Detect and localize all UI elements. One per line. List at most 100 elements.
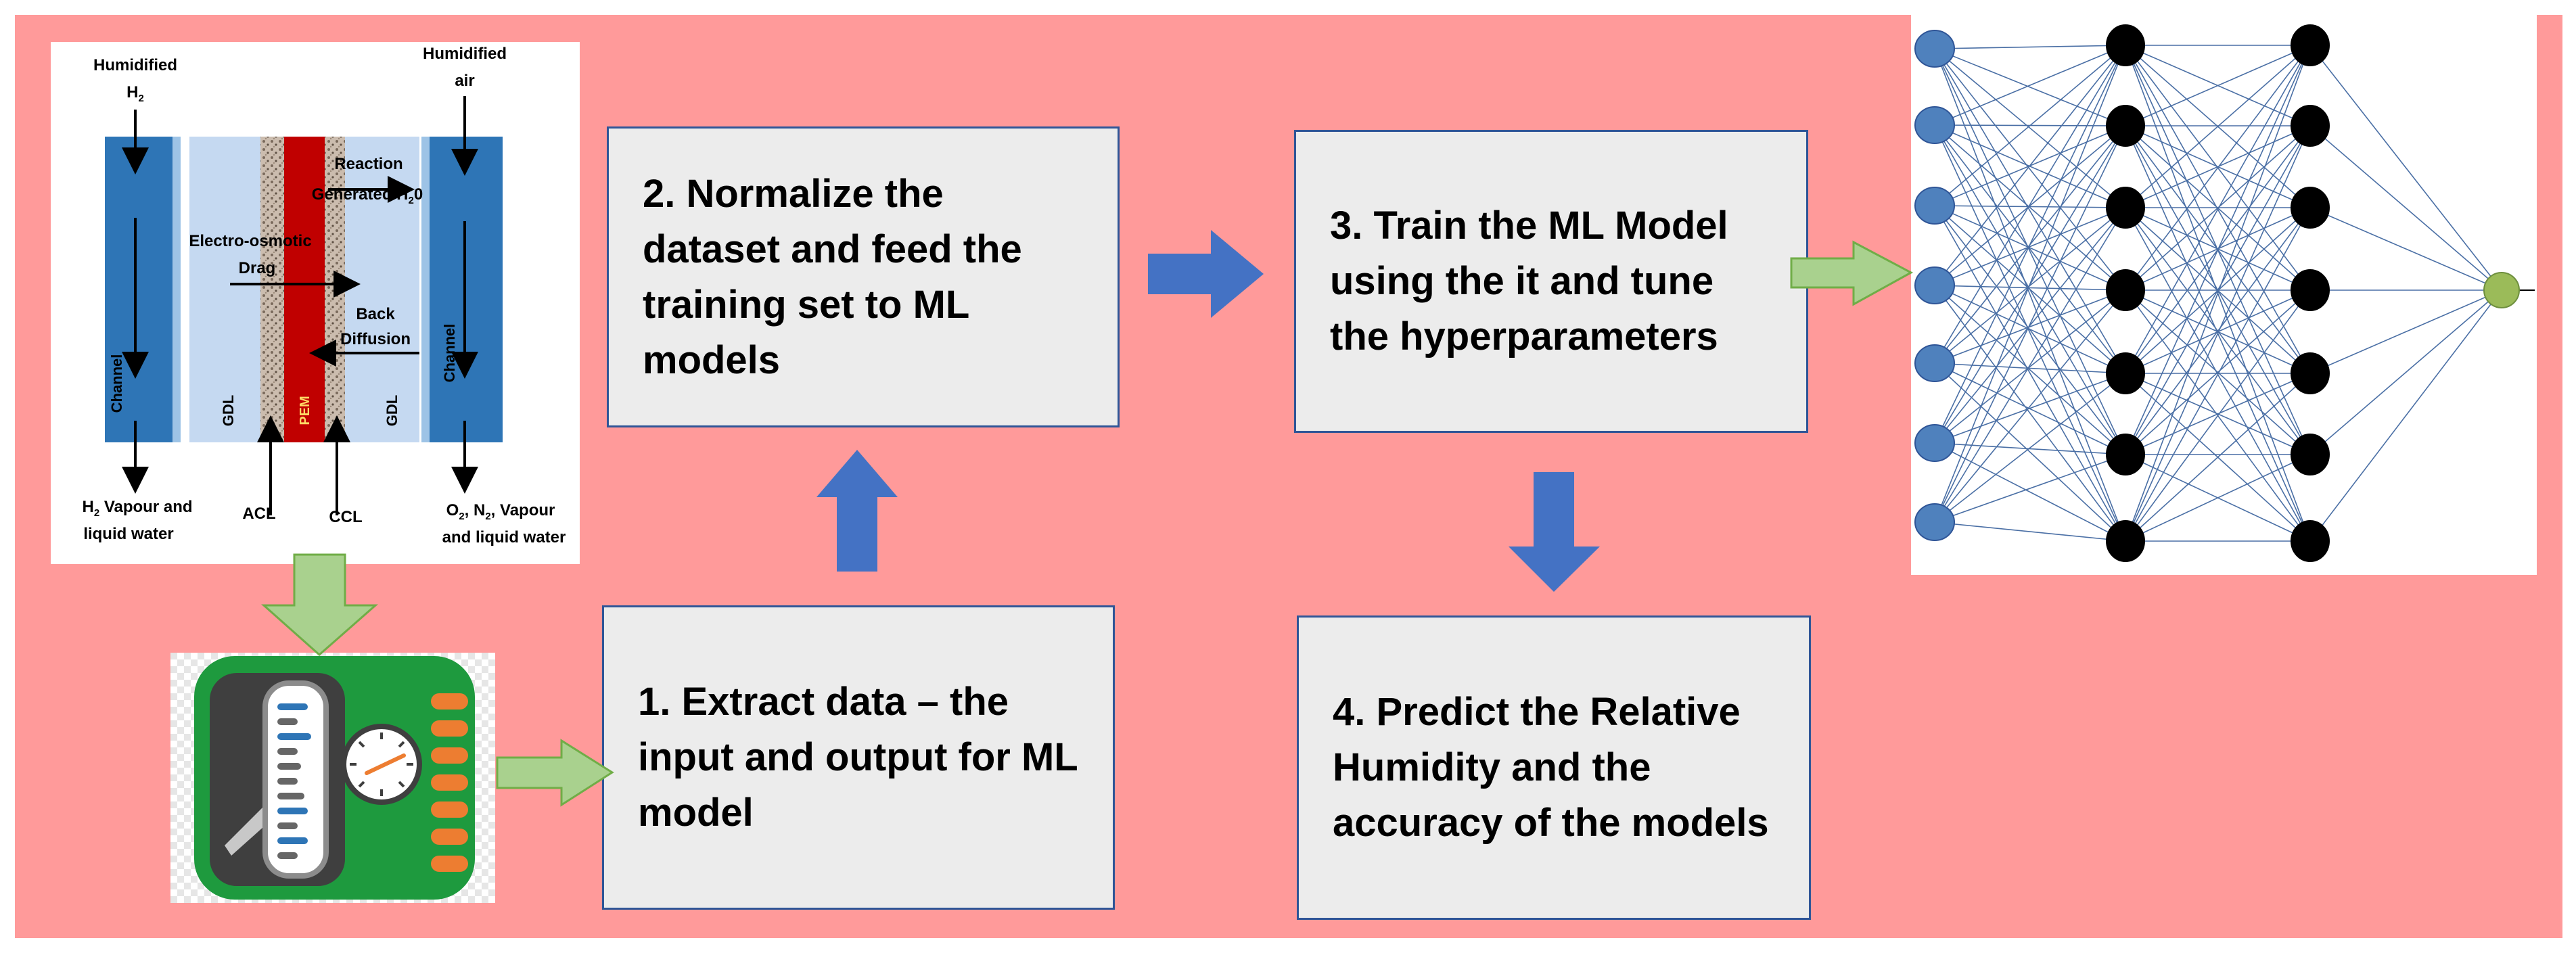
network-edge [1934, 124, 2126, 208]
network-edge [1934, 442, 2126, 455]
hidden-node [2291, 269, 2330, 311]
step-2-to-step-3-arrow [1148, 230, 1264, 318]
anode-catalyst-layer [260, 137, 284, 442]
sensor-gauge-needle [365, 753, 406, 775]
network-edge [1934, 205, 2126, 291]
network-edge [2309, 289, 2502, 542]
network-edge [1934, 124, 2126, 542]
network-edge [1934, 45, 2126, 286]
anode-channel [105, 137, 172, 442]
network-edge [1934, 205, 2126, 455]
network-edge [1934, 363, 2126, 455]
step-3-to-network-arrow [1790, 240, 1914, 306]
step-4-box: 4. Predict the Relative Humidity and the… [1297, 615, 1811, 920]
humidified-air-label-line1: Humidified [423, 45, 507, 63]
hidden-node [2106, 352, 2145, 394]
cathode-gdl-label: GDL [384, 395, 400, 426]
network-edge [1934, 45, 2126, 206]
network-edge [1934, 48, 2126, 291]
step-2-text: 2. Normalize the dataset and feed the tr… [643, 171, 1022, 382]
step-3-to-step-4-arrow [1509, 472, 1600, 592]
output-node [2483, 272, 2520, 308]
neural-network-diagram [1911, 15, 2537, 575]
fuel-cell-to-sensor-arrow [261, 553, 378, 657]
back-label: Back [356, 305, 395, 323]
network-edge [1934, 48, 2126, 208]
humidified-air-label-line2: air [455, 72, 474, 90]
network-edge [2125, 125, 2311, 208]
pem-label: PEM [298, 396, 313, 425]
sensor-to-step-1-arrow [496, 739, 614, 807]
anode-channel-edge [172, 137, 181, 442]
network-edge [2125, 45, 2311, 542]
network-edge [1934, 45, 2126, 444]
humidified-h2-label-line2: H2 [127, 83, 144, 104]
network-edge [1934, 125, 2126, 523]
network-edge [1934, 289, 2126, 523]
network-edge [2125, 45, 2311, 291]
network-edge [2125, 373, 2311, 455]
input-node [1914, 30, 1955, 68]
network-edge [2125, 125, 2311, 455]
network-edge [2125, 289, 2311, 455]
network-edge [2125, 45, 2311, 208]
network-edge [1934, 373, 2126, 444]
network-edge [1934, 289, 2126, 444]
sensor-drawing [170, 653, 495, 903]
network-edge [2125, 454, 2311, 542]
hidden-node [2106, 24, 2145, 66]
hidden-node [2291, 434, 2330, 475]
hidden-node [2106, 434, 2145, 475]
anode-gdl [189, 137, 260, 442]
network-edge [1934, 45, 2126, 364]
anode-channel-label: Channel [108, 354, 125, 413]
hidden-node [2291, 520, 2330, 562]
hidden-node [2106, 269, 2145, 311]
step-1-to-step-2-arrow [816, 450, 898, 572]
network-edge [2125, 207, 2311, 455]
electro-osmotic-label: Electro-osmotic [189, 232, 311, 250]
network-edge [2125, 125, 2311, 291]
input-node [1914, 106, 1955, 144]
input-node [1914, 424, 1955, 462]
input-node [1914, 344, 1955, 382]
network-edge [1934, 289, 2126, 364]
anode-gdl-label: GDL [220, 395, 237, 426]
network-edge [1934, 48, 2126, 455]
diffusion-label: Diffusion [340, 330, 411, 348]
network-edge [2125, 207, 2311, 542]
input-node [1914, 187, 1955, 225]
step-1-box: 1. Extract data – the input and output f… [602, 605, 1115, 910]
network-edge [2125, 45, 2311, 126]
network-edge [2309, 207, 2502, 291]
neural-network-drawing [1914, 24, 2535, 562]
network-edge [1934, 442, 2126, 542]
network-edge [1934, 45, 2126, 49]
input-node [1914, 266, 1955, 304]
network-edge [2125, 289, 2311, 542]
pem-membrane [284, 137, 325, 442]
cathode-outlet-label-line1: O2, N2, Vapour [446, 501, 555, 522]
reaction-label: Reaction [334, 155, 402, 173]
acl-label: ACL [242, 505, 275, 523]
network-edge [1934, 285, 2126, 455]
network-edge [2309, 289, 2502, 374]
network-edge [1934, 205, 2126, 542]
humidified-h2-label-line1: Humidified [93, 56, 177, 74]
network-edge [1934, 373, 2126, 523]
network-edge [2125, 373, 2311, 542]
network-edge [1934, 207, 2126, 444]
ccl-label: CCL [329, 508, 362, 526]
network-edge [1934, 125, 2126, 286]
network-edge [2309, 125, 2502, 291]
network-edge [2125, 45, 2311, 455]
network-edge [1934, 285, 2126, 542]
network-edge [1934, 48, 2126, 126]
network-edge [1934, 124, 2126, 291]
step-4-text: 4. Predict the Relative Humidity and the… [1333, 690, 1769, 845]
hidden-node [2291, 24, 2330, 66]
network-edge [2309, 289, 2502, 455]
network-edge [1934, 205, 2126, 208]
sensor-pin-icons [431, 693, 468, 872]
